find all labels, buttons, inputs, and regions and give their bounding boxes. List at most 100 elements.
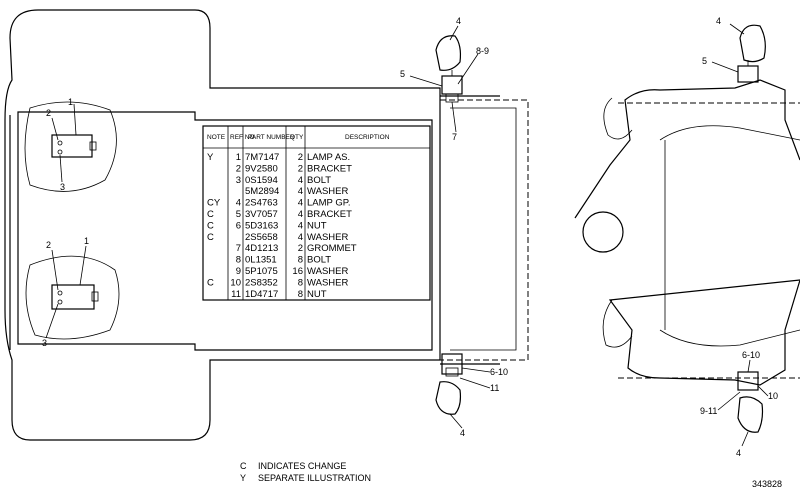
cell-ref: 10 bbox=[230, 277, 241, 288]
legend-text-y: SEPARATE ILLUSTRATION bbox=[258, 473, 371, 483]
callout-4-rear-lower: 4 bbox=[460, 428, 465, 438]
lower-lamp-lens bbox=[91, 291, 99, 302]
cell-part-number: 3V7057 bbox=[245, 209, 278, 220]
left-arm-upper bbox=[603, 97, 633, 140]
cell-part-number: 2S8352 bbox=[245, 277, 278, 288]
callout-4-right-upper: 4 bbox=[716, 16, 721, 26]
leader-c4b bbox=[449, 413, 463, 429]
cell-part-number: 7M7147 bbox=[245, 152, 279, 163]
cell-note: C bbox=[207, 277, 214, 288]
leader-c5c bbox=[711, 61, 739, 73]
rear-view-deck bbox=[618, 102, 800, 379]
callout-1-lower: 1 bbox=[84, 236, 89, 246]
cell-ref: 3 bbox=[236, 175, 241, 186]
rear-view-upper-lamp bbox=[737, 24, 766, 83]
cell-qty: 4 bbox=[298, 175, 303, 186]
cell-description: WASHER bbox=[307, 232, 348, 243]
leader-c1b bbox=[79, 245, 87, 286]
rear-view-outline bbox=[574, 79, 800, 386]
cell-ref: 6 bbox=[236, 220, 241, 231]
leader-c4a bbox=[449, 25, 459, 41]
callout-11: 11 bbox=[490, 383, 499, 393]
callout-2-upper: 2 bbox=[46, 108, 51, 118]
cell-ref: 1 bbox=[236, 152, 241, 163]
cell-qty: 4 bbox=[298, 220, 303, 231]
upper-lamp-bracket bbox=[51, 134, 93, 158]
frame-right-rail bbox=[440, 99, 529, 361]
cell-description: WASHER bbox=[307, 277, 348, 288]
parts-table: NOTE REF NO PART NUMBER QTY DESCRIPTION … bbox=[202, 125, 431, 301]
cell-part-number: 2S5658 bbox=[245, 232, 278, 243]
lower-lamp-bolt-b bbox=[57, 299, 63, 305]
leader-c10 bbox=[757, 385, 769, 397]
cab-outline bbox=[17, 111, 433, 351]
cell-description: WASHER bbox=[307, 186, 348, 197]
leader-c4d bbox=[741, 431, 749, 447]
rear-view-housing bbox=[659, 125, 800, 347]
leader-c911 bbox=[717, 391, 741, 411]
callout-8-9: 8-9 bbox=[476, 46, 489, 56]
leader-c1a bbox=[73, 103, 77, 136]
table-row: 7 4D1213 2 GROMMET bbox=[236, 243, 357, 254]
leader-c7 bbox=[451, 101, 457, 133]
leader-c2a bbox=[51, 117, 59, 141]
cell-description: BOLT bbox=[307, 255, 331, 266]
callout-10: 10 bbox=[768, 391, 778, 401]
leader-c2b bbox=[51, 249, 59, 291]
legend-key-c: C bbox=[240, 461, 247, 471]
cell-ref: 9 bbox=[236, 266, 241, 277]
cell-qty: 2 bbox=[298, 163, 303, 174]
cell-description: LAMP GP. bbox=[307, 198, 350, 209]
cell-part-number: 0L1351 bbox=[245, 255, 277, 266]
cell-description: NUT bbox=[307, 220, 327, 231]
leader-c11 bbox=[459, 377, 491, 389]
machine-body-outline bbox=[4, 9, 441, 441]
cell-part-number: 1D4717 bbox=[245, 289, 278, 300]
cell-part-number: 4D1213 bbox=[245, 243, 278, 254]
cell-qty: 8 bbox=[298, 289, 303, 300]
cell-description: BRACKET bbox=[307, 163, 352, 174]
col-header-qty: QTY bbox=[290, 134, 304, 141]
cell-qty: 2 bbox=[298, 243, 303, 254]
cell-qty: 2 bbox=[298, 152, 303, 163]
leader-c5a bbox=[409, 75, 443, 87]
cell-note: CY bbox=[207, 198, 221, 209]
cell-qty: 4 bbox=[298, 198, 303, 209]
cell-qty: 8 bbox=[298, 255, 303, 266]
callout-6-10-lower: 6-10 bbox=[490, 367, 508, 377]
frame-inner-rail bbox=[450, 107, 517, 351]
cell-qty: 4 bbox=[298, 232, 303, 243]
lower-lamp-bracket bbox=[51, 284, 95, 310]
upper-lamp-lens bbox=[89, 141, 97, 151]
callout-2-lower: 2 bbox=[46, 240, 51, 250]
legend-text-c: INDICATES CHANGE bbox=[258, 461, 346, 471]
leader-c610a bbox=[461, 367, 491, 373]
cell-ref: 2 bbox=[236, 163, 241, 174]
lower-lamp-bolt-a bbox=[57, 290, 63, 296]
left-arm-lower bbox=[602, 299, 633, 348]
cell-description: GROMMET bbox=[307, 243, 357, 254]
legend-key-y: Y bbox=[240, 473, 246, 483]
callout-1-upper: 1 bbox=[68, 97, 73, 107]
cell-part-number: 5P1075 bbox=[245, 266, 278, 277]
callout-9-11: 9-11 bbox=[700, 406, 717, 416]
upper-lamp-bolt-b bbox=[57, 149, 63, 155]
upper-lamp-area bbox=[24, 101, 117, 192]
callout-7: 7 bbox=[452, 132, 457, 142]
cell-qty: 4 bbox=[298, 209, 303, 220]
callout-5-rear-upper: 5 bbox=[400, 69, 405, 79]
callout-5-right-upper: 5 bbox=[702, 56, 707, 66]
cell-ref: 7 bbox=[236, 243, 241, 254]
callout-3-lower: 3 bbox=[42, 338, 47, 348]
callout-6-10-right: 6-10 bbox=[742, 350, 760, 360]
col-header-note: NOTE bbox=[207, 134, 226, 141]
cell-qty: 4 bbox=[298, 186, 303, 197]
